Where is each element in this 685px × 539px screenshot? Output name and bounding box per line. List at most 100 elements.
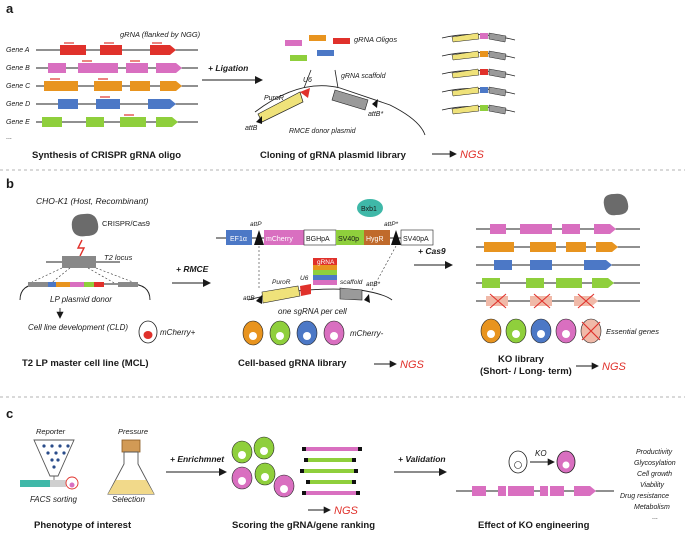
exon-a1 — [60, 45, 86, 55]
attb-label-b: attB — [243, 295, 255, 302]
bxb1-label: Bxb1 — [361, 206, 377, 213]
reporter-label: Reporter — [36, 427, 66, 436]
exon-e4 — [156, 117, 178, 127]
panel-c: c Reporter FACS sorting Pressure Selecti… — [6, 406, 676, 531]
ngs-b2: NGS — [602, 361, 627, 373]
cut-bolt-icon — [76, 239, 86, 257]
enrichment-label: + Enrichmnet — [170, 454, 225, 464]
ko-label: KO — [535, 449, 547, 458]
caption-synthesis: Synthesis of CRISPR gRNA oligo — [32, 150, 181, 161]
exon-c3 — [130, 81, 150, 91]
attb-label: attB — [245, 125, 258, 132]
exon-b3 — [126, 63, 148, 73]
u6-promoter — [300, 88, 310, 98]
puror-label-b: PuroR — [272, 279, 291, 286]
mcherry-neg-label: mCherry- — [350, 329, 384, 338]
gene-rows: Gene A Gene B Gene C Gene D Gene E ... — [6, 42, 198, 141]
ko-gene-rows — [476, 224, 640, 309]
caption-cell-library: Cell-based gRNA library — [238, 358, 347, 369]
validation-label: + Validation — [398, 454, 446, 464]
grna-oligos: gRNA Oligos — [285, 35, 397, 61]
panel-a-letter: a — [6, 1, 14, 16]
donor-label: RMCE donor plasmid — [289, 128, 357, 135]
selection-label: Selection — [112, 495, 145, 504]
exon-b4 — [156, 63, 182, 73]
effect-productivity: Productivity — [636, 449, 673, 456]
facs-sorter — [20, 439, 79, 490]
landing-pad-construct: EF1α mCherry BGHpA SV40p HygR SV40pA att… — [216, 221, 434, 246]
locus-label: T2 locus — [104, 253, 133, 262]
exon-b1 — [48, 63, 66, 73]
exon-e2 — [86, 117, 104, 127]
gene-label-b: Gene B — [6, 65, 30, 72]
facs-label: FACS sorting — [30, 495, 78, 504]
exon-c4 — [160, 81, 182, 91]
attp-label: attP — [250, 221, 262, 228]
exon-c1 — [44, 81, 78, 91]
box-mcherry: mCherry — [266, 236, 293, 243]
lp-plasmid-donor: LP plasmid donor — [19, 282, 151, 304]
caption-effect: Effect of KO engineering — [478, 520, 590, 531]
attb-star-label-b: attB* — [366, 281, 381, 288]
donor-plasmid: PuroR U6 gRNA scaffold attB attB* RMCE d… — [245, 69, 426, 136]
caption-ko-term: (Short- / Long- term) — [480, 366, 572, 377]
panel-a: a gRNA (flanked by NGG) Gene A Gene B Ge… — [6, 1, 516, 161]
gene-label-more: ... — [6, 134, 12, 141]
lp-donor-label: LP plasmid donor — [50, 295, 112, 304]
ngs-c: NGS — [334, 505, 359, 517]
gene-label-a: Gene A — [6, 47, 30, 54]
effects-list: Productivity Glycosylation Cell growth V… — [620, 449, 676, 521]
exon-d3 — [148, 99, 176, 109]
exon-a3 — [150, 45, 176, 55]
panel-c-letter: c — [6, 406, 13, 421]
box-bghpa: BGHpA — [306, 236, 330, 243]
one-sgrna-label: one sgRNA per cell — [278, 307, 347, 316]
validated-gene — [456, 486, 614, 496]
mcherry-pos-label: mCherry+ — [160, 328, 196, 337]
u6-label: U6 — [303, 77, 312, 84]
caption-scoring: Scoring the gRNA/gene ranking — [232, 520, 375, 531]
exon-d2 — [96, 99, 120, 109]
panel-b: b CHO-K1 (Host, Recombinant) CRISPR/Cas9… — [6, 176, 659, 377]
bxb1-enzyme — [357, 199, 383, 217]
caption-phenotype: Phenotype of interest — [34, 520, 132, 531]
pressure-label: Pressure — [118, 427, 148, 436]
cas9-blob — [71, 213, 99, 237]
scaffold-label: gRNA scaffold — [341, 73, 387, 80]
sequencing-reads — [300, 447, 362, 495]
selection-flask — [107, 439, 155, 495]
attp-star-label: attP* — [384, 221, 399, 228]
box-hygr: HygR — [366, 236, 384, 243]
exon-d1 — [58, 99, 78, 109]
gene-label-d: Gene D — [6, 101, 30, 108]
exon-b2 — [78, 63, 118, 73]
box-sv40p: SV40p — [338, 236, 359, 243]
box-sv40pa: SV40pA — [403, 236, 429, 243]
oligo-label: gRNA Oligos — [354, 35, 397, 44]
effect-viability: Viability — [640, 482, 664, 489]
scaffold-cassette — [331, 89, 369, 111]
box-ef1a: EF1α — [230, 236, 247, 243]
panel-b-letter: b — [6, 176, 14, 191]
library-cells: mCherry- — [242, 320, 384, 346]
enriched-cells — [231, 436, 295, 498]
ngs-b1: NGS — [400, 359, 425, 371]
essential-label: Essential genes — [606, 327, 659, 336]
exon-e1 — [42, 117, 62, 127]
caption-ko-library: KO library — [498, 354, 545, 365]
ngs-a: NGS — [460, 149, 485, 161]
exon-a2 — [100, 45, 122, 55]
exon-e3 — [120, 117, 146, 127]
effect-drug-resistance: Drug resistance — [620, 493, 669, 500]
cld-label: Cell line development (CLD) — [28, 323, 128, 332]
plasmid-clones — [441, 32, 516, 115]
ko-comparison: KO — [508, 449, 576, 474]
gene-label-e: Gene E — [6, 119, 30, 126]
t2-locus-block — [62, 256, 96, 268]
host-label: CHO-K1 (Host, Recombinant) — [36, 196, 149, 206]
cas9-add-label: + Cas9 — [418, 246, 446, 256]
ligation-label: + Ligation — [208, 63, 248, 73]
scaffold-label-b: scaffold — [340, 279, 363, 286]
effect-metabolism: Metabolism — [634, 504, 670, 511]
caption-mcl: T2 LP master cell line (MCL) — [22, 358, 149, 369]
